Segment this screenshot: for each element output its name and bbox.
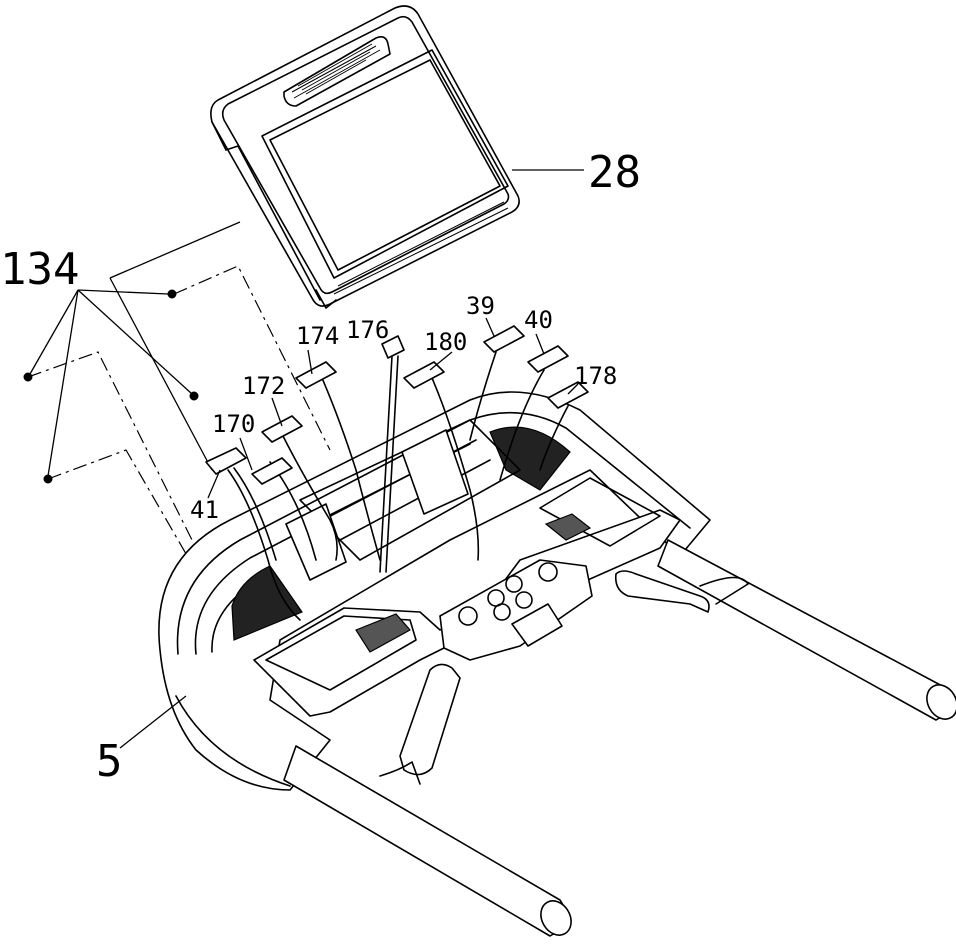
label-172: 172 bbox=[242, 372, 285, 400]
label-134: 134 bbox=[0, 244, 79, 295]
label-176: 176 bbox=[346, 316, 389, 344]
display-unit bbox=[211, 6, 519, 308]
label-41: 41 bbox=[190, 496, 219, 524]
connector-174 bbox=[296, 362, 336, 388]
connector-172 bbox=[262, 416, 302, 442]
label-178: 178 bbox=[574, 362, 617, 390]
label-28: 28 bbox=[588, 147, 641, 198]
label-5: 5 bbox=[96, 736, 123, 787]
right-handlebar bbox=[616, 540, 956, 725]
connector-41 bbox=[206, 448, 246, 474]
connector-170 bbox=[252, 458, 292, 484]
label-40: 40 bbox=[524, 306, 553, 334]
leader-134 bbox=[30, 290, 192, 476]
connector-40 bbox=[528, 346, 568, 372]
label-39: 39 bbox=[466, 292, 495, 320]
connector-180 bbox=[404, 362, 444, 388]
leader-5 bbox=[120, 696, 186, 748]
label-174: 174 bbox=[296, 322, 339, 350]
label-180: 180 bbox=[424, 328, 467, 356]
screws bbox=[24, 290, 198, 483]
connector-39 bbox=[484, 326, 524, 352]
label-170: 170 bbox=[212, 410, 255, 438]
